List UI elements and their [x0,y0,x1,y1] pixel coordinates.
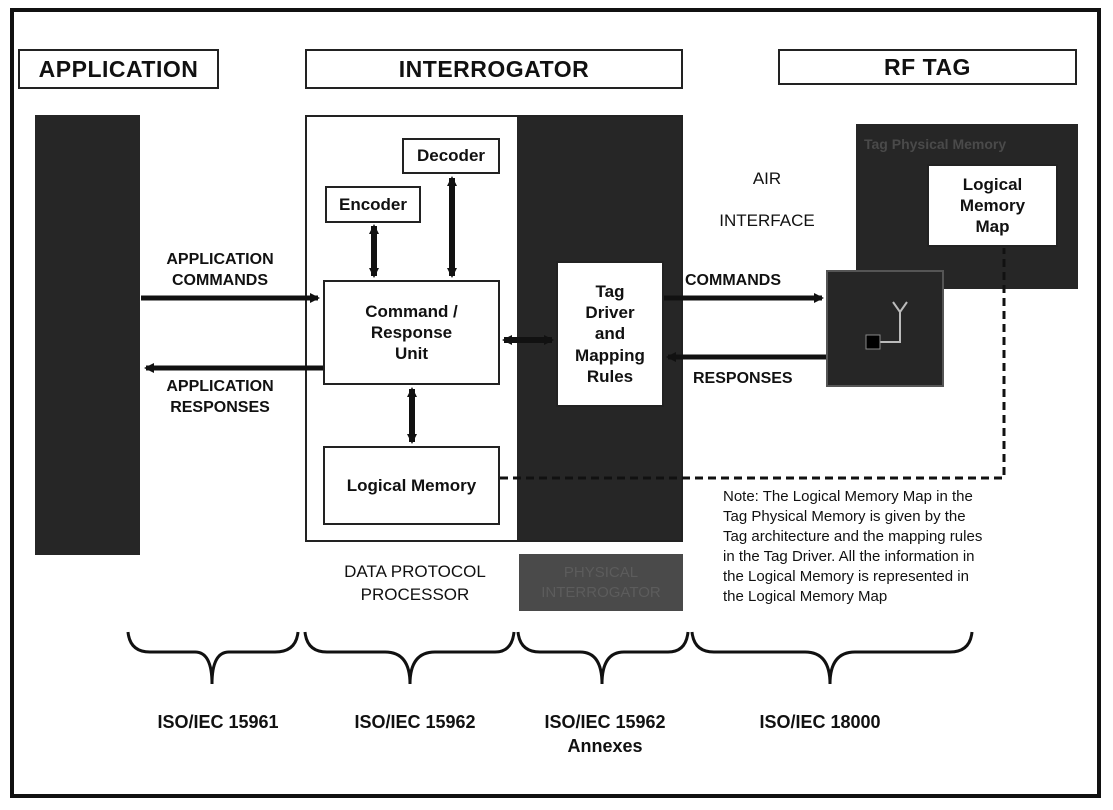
standard-braces [126,631,974,685]
standard-label-15962-annexes: ISO/IEC 15962 Annexes [544,712,666,757]
standard-label-18000: ISO/IEC 18000 [759,712,881,732]
logical-memory-map-box: Logical Memory Map [927,164,1058,247]
data-protocol-processor-label: DATA PROTOCOL PROCESSOR [344,562,486,604]
tag-chip-square-icon [865,334,881,350]
application-block [35,115,140,555]
rf-tag-chip [826,270,944,387]
rf-tag-header: RF TAG [778,49,1077,85]
command-response-unit-box: Command / Response Unit [323,280,500,385]
physical-interrogator-box: PHYSICAL INTERROGATOR [519,554,683,611]
antenna-icon [880,301,908,343]
tag-driver-box: Tag Driver and Mapping Rules [556,261,664,407]
decoder-box: Decoder [402,138,500,174]
application-responses-label: APPLICATION RESPONSES [166,378,274,416]
responses-label: RESPONSES [693,370,793,387]
interrogator-header: INTERROGATOR [305,49,683,89]
standard-label-15961: ISO/IEC 15961 [157,712,279,732]
application-header: APPLICATION [18,49,219,89]
encoder-box: Encoder [325,186,421,223]
standard-label-15962: ISO/IEC 15962 [354,712,476,732]
logical-memory-box: Logical Memory [323,446,500,525]
air-interface-label: AIR INTERFACE [719,169,815,230]
commands-label: COMMANDS [685,272,781,289]
logical-memory-link [500,248,1006,480]
note-text: Note: The Logical Memory Map in the Tag … [723,488,983,605]
application-commands-label: APPLICATION COMMANDS [166,251,274,289]
tag-physical-memory-label: Tag Physical Memory [864,136,1007,152]
